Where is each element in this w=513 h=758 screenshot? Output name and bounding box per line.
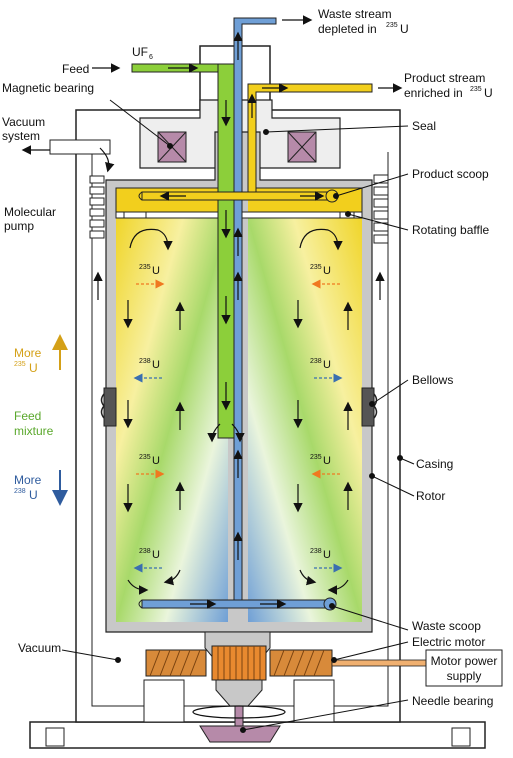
rotor-interior-left [116, 218, 228, 622]
motor-power-label-2: supply [447, 669, 482, 683]
u-r3: U [323, 455, 331, 467]
leader-lines [61, 99, 415, 733]
magnetic-bearing-right [287, 131, 317, 163]
waste-scoop-label: Waste scoop [412, 619, 481, 633]
isotope-arrows [133, 279, 343, 573]
needle-bearing [192, 679, 286, 743]
needle-bearing-label: Needle bearing [412, 694, 493, 708]
electric-motor-label: Electric motor [412, 635, 485, 649]
motor-power-label-1: Motor power [431, 654, 498, 668]
labels: Waste stream depleted in 235 U UF 6 Feed… [2, 7, 493, 708]
u-r2: U [323, 359, 331, 371]
feed-label: Feed [62, 62, 89, 76]
feed-mixture-label-2: mixture [14, 424, 54, 438]
motor-power-supply: Motor power supply [331, 649, 503, 687]
u-l2: U [152, 359, 160, 371]
rotor-interior-right [248, 218, 362, 622]
u-l1: U [152, 265, 160, 277]
bellows-right [361, 387, 378, 427]
vacuum-system-label-1: Vacuum [2, 115, 45, 129]
electric-motor [143, 645, 335, 723]
bellows-left [100, 387, 117, 427]
u-r1: U [323, 265, 331, 277]
vacuum-system-pipe [21, 139, 115, 173]
more-238-u: U [29, 488, 38, 502]
isotope-labels: 235 U 235 U 238 U 238 U 235 U 235 U 238 … [139, 264, 331, 561]
product-pipe [138, 83, 373, 203]
rotor-label: Rotor [416, 489, 445, 503]
u-l4: U [152, 549, 160, 561]
u235-sup-l2: 235 [139, 454, 151, 461]
u238-sup-l2: 238 [139, 548, 151, 555]
magnetic-bearing-label: Magnetic bearing [2, 81, 94, 95]
waste-stream-sup: 235 [386, 22, 398, 29]
seal-label: Seal [412, 119, 436, 133]
uf6-label: UF [132, 45, 148, 59]
u235-sup-l1: 235 [139, 264, 151, 271]
rotating-baffle-label: Rotating baffle [412, 223, 489, 237]
product-stream-label-1: Product stream [404, 71, 485, 85]
waste-stream-label-2: depleted in [318, 22, 377, 36]
molecular-pump-label-1: Molecular [4, 205, 56, 219]
more-238-label-1: More [14, 473, 42, 487]
waste-stream-u: U [400, 22, 409, 36]
product-stream-sup: 235 [470, 86, 482, 93]
vacuum-label: Vacuum [18, 641, 61, 655]
molecular-pump [89, 175, 105, 239]
product-stream-u: U [484, 86, 493, 100]
flow-arrows [92, 15, 403, 609]
u238-sup-r1: 238 [310, 358, 322, 365]
u235-sup-r1: 235 [310, 264, 322, 271]
more-235-label-1: More [14, 346, 42, 360]
vacuum-system-label-2: system [2, 129, 40, 143]
more-235-sup: 235 [14, 361, 26, 368]
casing-label: Casing [416, 457, 453, 471]
u235-sup-r2: 235 [310, 454, 322, 461]
u238-sup-l1: 238 [139, 358, 151, 365]
waste-stream-label-1: Waste stream [318, 7, 392, 21]
product-scoop-label: Product scoop [412, 167, 489, 181]
molecular-pump-label-2: pump [4, 219, 34, 233]
bellows-label: Bellows [412, 373, 453, 387]
product-stream-label-2: enriched in [404, 86, 463, 100]
feed-mixture-label-1: Feed [14, 409, 41, 423]
u-r4: U [323, 549, 331, 561]
u-l3: U [152, 455, 160, 467]
uf6-sub: 6 [149, 54, 153, 61]
u238-sup-r2: 238 [310, 548, 322, 555]
more-235-u: U [29, 361, 38, 375]
more-238-sup: 238 [14, 488, 26, 495]
